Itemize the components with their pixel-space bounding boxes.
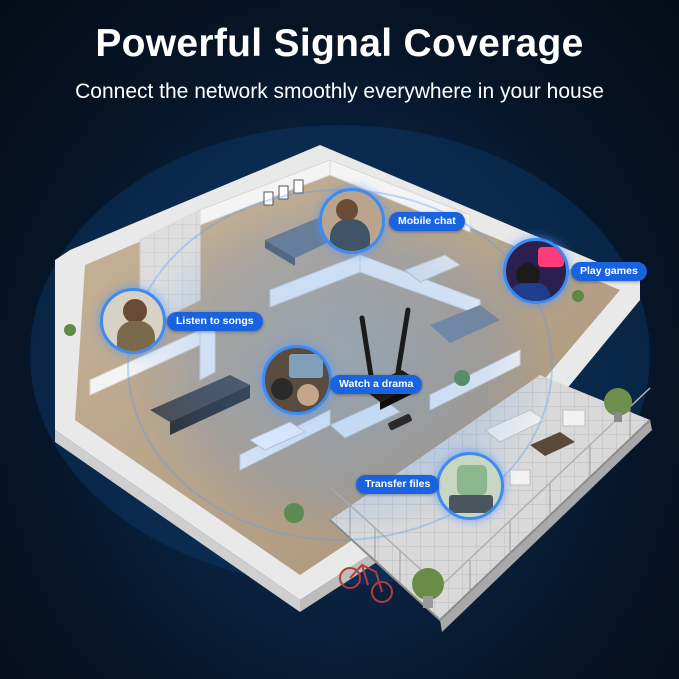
bicycle-icon [339, 563, 393, 603]
signal-coverage-zone [128, 190, 552, 540]
mobile-chat-photo [319, 188, 385, 254]
page-subtitle: Connect the network smoothly everywhere … [75, 80, 604, 103]
page-title: Powerful Signal Coverage [95, 22, 584, 65]
transfer-files-photo [436, 452, 504, 520]
watch-a-drama-label: Watch a drama [330, 375, 423, 394]
balcony-railing [329, 419, 651, 622]
house-wall-front-left [55, 430, 300, 612]
transfer-files-label: Transfer files [356, 475, 440, 494]
listen-to-songs-photo [100, 288, 166, 354]
listen-to-songs-label: Listen to songs [167, 312, 263, 331]
watch-a-drama-photo [262, 345, 332, 415]
play-games-photo [503, 238, 569, 304]
play-games-label: Play games [571, 262, 647, 281]
balcony-table [530, 432, 575, 456]
balcony-chair [562, 409, 586, 427]
mobile-chat-label: Mobile chat [389, 212, 465, 231]
